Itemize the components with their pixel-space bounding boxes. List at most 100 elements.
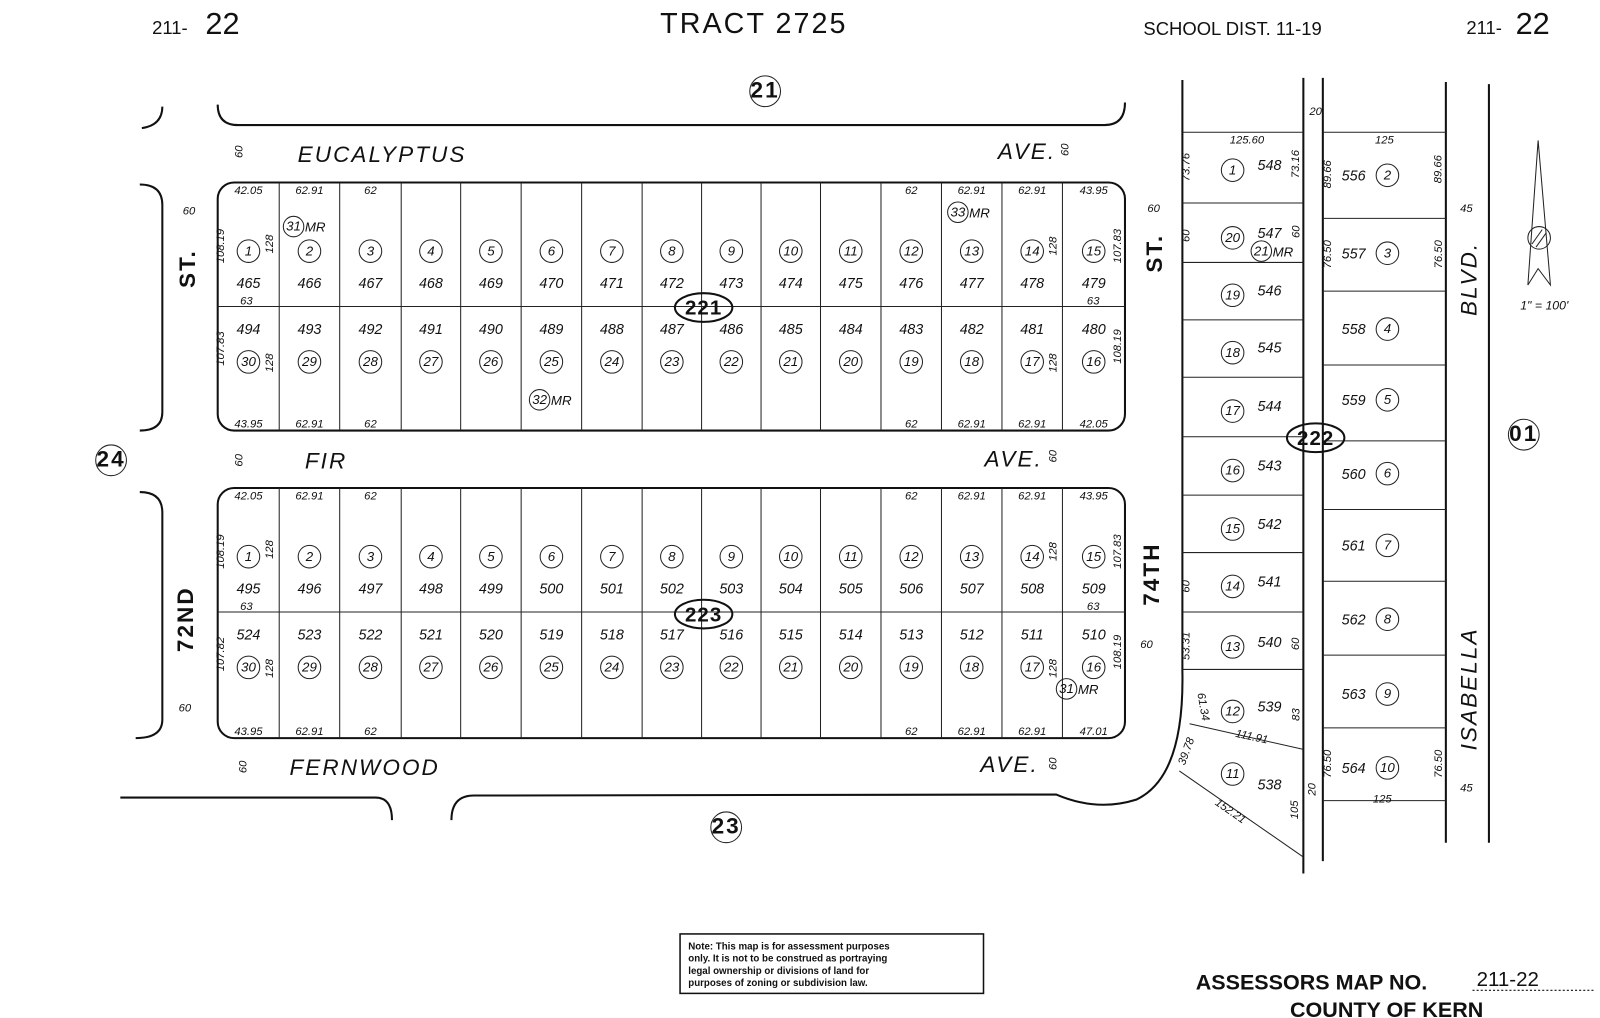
dimension: 62 [905,726,918,738]
dimension: 62.91 [958,418,986,430]
lot-number: 2 [305,549,314,564]
lot-number: 11 [844,243,858,258]
dimension: 107.82 [215,636,227,671]
lot-circle [719,350,744,374]
parcel-number: 501 [600,582,624,598]
lot-circle [899,350,924,374]
lot-circle [959,350,984,374]
lot-number: 17 [1025,659,1040,674]
lot-number: 13 [964,243,979,258]
lot-circle [1081,350,1106,374]
lot-circle [660,655,684,680]
parcel-number: 518 [600,628,624,644]
lot-number: 8 [668,549,676,564]
street-fernwood: FERNWOOD [289,755,439,780]
dimension: 83 [1290,708,1302,721]
parcel-number: 513 [899,628,923,644]
parcel-number: 465 [236,276,261,292]
dimension: 43.95 [1080,185,1109,197]
eucalyptus-north-edge [216,102,1127,127]
adjacent-map-number: 23 [712,813,741,838]
lot-number: 13 [964,549,979,564]
parcel-number: 475 [839,276,864,292]
parcel-number: 506 [899,582,923,598]
parcel-number: 488 [600,322,624,338]
lot-circle [236,544,261,569]
parcel-number: 470 [539,276,563,292]
parcel-number: 479 [1082,276,1106,292]
lot-number: 2 [305,243,314,258]
parcel-number: 504 [779,582,803,598]
lot-circle [719,655,744,680]
lot-number: 5 [487,243,495,258]
parcel-number: 521 [419,628,443,644]
lot-number: 21 [782,659,798,674]
dimension: 42.05 [1080,418,1109,430]
lot-circle [1020,239,1044,263]
parcel-number: 507 [960,582,985,598]
street-74th: 74TH [1139,542,1164,605]
block-number: 221 [685,297,722,320]
lot-number: 11 [844,549,858,564]
adjacent-map-circle [710,811,743,844]
parcel-number: 524 [236,628,260,644]
lot-number: 4 [427,243,434,258]
street-fir-suffix: AVE. [983,446,1043,471]
lot-circle [539,350,564,374]
lot-number: 25 [543,354,559,369]
note-line: purposes of zoning or subdivision law. [688,978,868,989]
dimension: 42.05 [234,490,263,502]
dimension: 62.91 [295,418,323,430]
lot-circle [660,239,684,263]
lot-number: 15 [1225,521,1240,536]
street-eucalyptus-suffix: AVE. [996,139,1056,164]
dimension: 63 [240,601,253,613]
lot-circle [838,239,863,263]
merged-lot-suffix: MR [551,393,572,408]
lot-number: 8 [668,243,676,258]
parcel-number: 540 [1258,635,1282,651]
dimension: 63 [1087,601,1100,613]
parcel-number: 467 [358,276,383,292]
sheet-number-left-prefix: 211- [152,17,188,38]
lot-number: 20 [842,659,858,674]
merged-lot-number: 33 [950,204,965,219]
lot-circle [838,544,863,569]
lot-circle [1375,461,1400,486]
lot-circle [1375,682,1400,706]
parcel-number: 503 [719,582,743,598]
lot-circle [600,655,624,680]
lot-number: 15 [1086,243,1101,258]
adjacent-map-number: 01 [1509,421,1538,446]
lot-number: 30 [241,659,256,674]
parcel-number: 508 [1020,582,1044,598]
lot-circle [838,655,863,680]
lot-number: 16 [1086,659,1101,674]
parcel-number: 512 [960,628,984,644]
lot-number: 5 [487,549,495,564]
lot-circle [236,655,261,680]
street-width: 60 [183,205,196,217]
dimension: 62 [905,185,918,197]
dimension: 42.05 [234,185,263,197]
lot-number: 17 [1025,354,1040,369]
sheet-number-right-suffix: 22 [1516,6,1550,41]
lot-circle [1081,544,1106,569]
street-74th-suffix: ST. [1142,234,1167,273]
dimension: 128 [264,658,276,678]
parcel-number: 468 [419,276,443,292]
fernwood-south-edge-cul-de-sac [450,79,1184,821]
parcel-number: 473 [719,276,743,292]
parcel-number: 469 [479,276,503,292]
parcel-number: 522 [358,628,382,644]
dimension: 62.91 [1018,726,1046,738]
street-lines [120,77,1490,874]
lot-circle [719,544,744,569]
lot-number: 28 [362,659,378,674]
lot-circle [719,239,744,263]
parcel-number: 539 [1258,699,1282,715]
block-number: 223 [685,603,722,626]
dimension: 128 [1047,353,1059,373]
dimension: 62.91 [1018,490,1046,502]
lot-number: 10 [783,243,798,258]
